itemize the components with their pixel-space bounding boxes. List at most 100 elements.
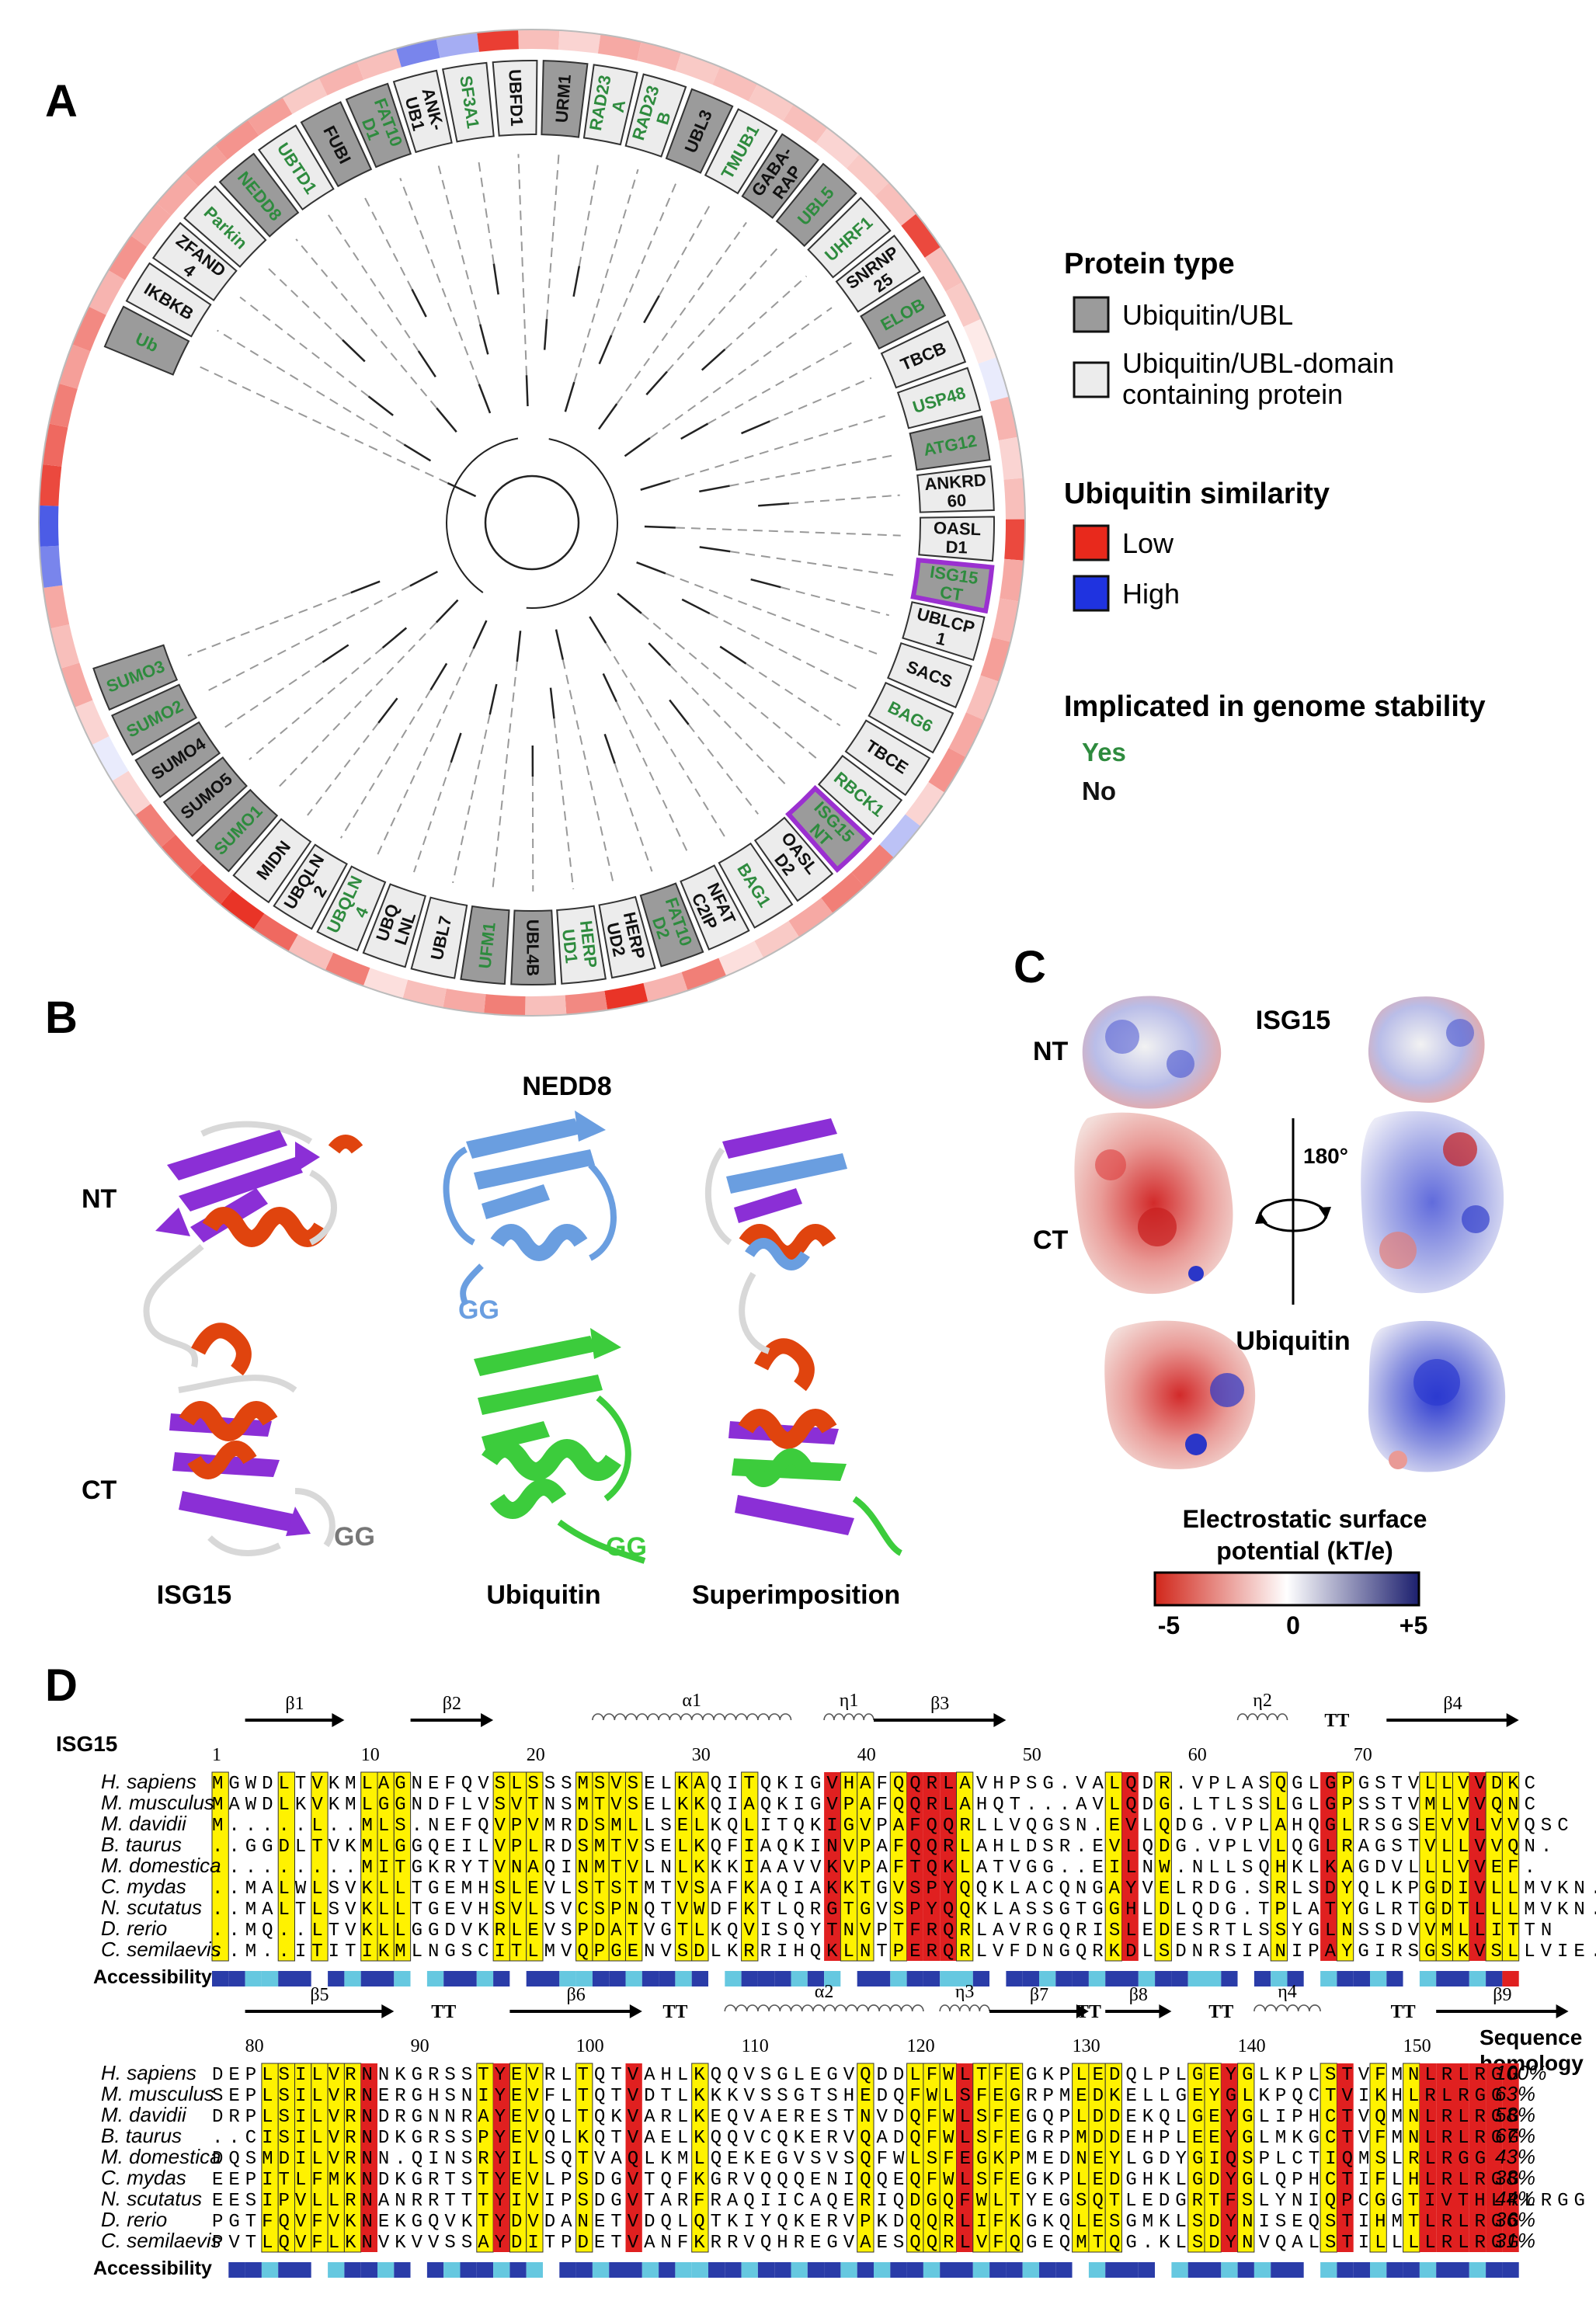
accessibility-cell bbox=[824, 1971, 841, 1986]
ss-label: η2 bbox=[1253, 1691, 1272, 1711]
homology-value: 38% bbox=[1495, 2166, 1535, 2189]
similarity-segment bbox=[1003, 478, 1025, 520]
similarity-segment bbox=[134, 803, 176, 848]
accessibility-cell bbox=[559, 2262, 576, 2278]
homology-value: 31% bbox=[1495, 2229, 1535, 2252]
homology-value: 36% bbox=[1495, 2208, 1535, 2231]
superimposition-label: Superimposition bbox=[692, 1580, 900, 1610]
protein-box bbox=[300, 101, 373, 188]
similarity-segment bbox=[247, 97, 293, 136]
ss-label: η1 bbox=[840, 1691, 859, 1711]
residue-number: 150 bbox=[1403, 2036, 1431, 2056]
protein-box bbox=[896, 367, 982, 429]
homology-value: 67% bbox=[1495, 2124, 1535, 2147]
similarity-segment bbox=[61, 662, 93, 707]
tree-branch bbox=[342, 339, 366, 363]
tree-branch bbox=[417, 350, 436, 378]
tree-leaf-connector bbox=[266, 266, 343, 341]
ss-label: β9 bbox=[1493, 1985, 1511, 2005]
similarity-segment bbox=[754, 920, 799, 958]
accessibility-cell bbox=[410, 1971, 427, 1986]
similarity-segment bbox=[879, 814, 921, 858]
accessibility-cell bbox=[526, 1971, 543, 1986]
protein-box bbox=[753, 816, 834, 902]
residue-number: 80 bbox=[245, 2036, 264, 2056]
sequence-row: DEPLSILVRNNKGRSSTYEVRLTQTVAHLKQQVSGLEGVQ… bbox=[212, 2065, 1519, 2086]
accessibility-cell bbox=[1320, 1971, 1337, 1986]
tree-branch bbox=[645, 370, 668, 396]
accessibility-cell bbox=[890, 1971, 907, 1986]
species-label: M. domestica bbox=[101, 2145, 221, 2168]
accessibility-cell bbox=[261, 2262, 279, 2278]
accessibility-cell bbox=[212, 1971, 229, 1986]
ss-helix bbox=[724, 2004, 924, 2012]
ss-turn: TT bbox=[1208, 2002, 1233, 2022]
ss-turn: TT bbox=[1076, 2002, 1101, 2022]
similarity-segment bbox=[718, 940, 764, 976]
protein-box bbox=[624, 73, 687, 158]
accessibility-cell bbox=[1138, 2262, 1156, 2278]
similarity-segment bbox=[637, 41, 682, 71]
conserved-column bbox=[1320, 1772, 1337, 1961]
protein-box bbox=[741, 133, 819, 219]
similarity-segment bbox=[643, 972, 688, 1003]
residue-number: 10 bbox=[361, 1745, 380, 1765]
similar-column bbox=[741, 1771, 759, 1962]
accessibility-cell bbox=[344, 1971, 361, 1986]
protein-box bbox=[817, 754, 903, 836]
accessibility-cell bbox=[245, 2262, 262, 2278]
accessibility-cell bbox=[394, 1971, 411, 1986]
isg15-surface-front bbox=[1074, 996, 1233, 1295]
ubiquitin-surface-back bbox=[1368, 1320, 1506, 1472]
ss-turn: TT bbox=[431, 2002, 456, 2022]
similar-column bbox=[691, 1771, 709, 1962]
tree-branch bbox=[624, 437, 651, 457]
accessibility-cell bbox=[294, 2262, 311, 2278]
similar-column bbox=[1005, 2063, 1024, 2253]
ubiquitin-gg-label: GG bbox=[606, 1532, 647, 1562]
legend-genome-title: Implicated in genome stability bbox=[1064, 690, 1486, 723]
accessibility-cell bbox=[1221, 1971, 1238, 1986]
accessibility-cell bbox=[526, 2262, 543, 2278]
tree-branch bbox=[699, 546, 731, 553]
tree-branch bbox=[636, 561, 666, 575]
accessibility-cell bbox=[377, 2262, 395, 2278]
accessibility-cell bbox=[344, 2262, 361, 2278]
accessibility-cell bbox=[609, 1971, 626, 1986]
tree-branch bbox=[681, 598, 711, 615]
residue-number: 40 bbox=[857, 1745, 876, 1765]
protein-label: URM1 bbox=[551, 74, 574, 123]
legend-high-label: High bbox=[1122, 578, 1180, 610]
tree-branch bbox=[555, 629, 565, 660]
similarity-segment bbox=[928, 748, 966, 793]
nedd8-gg-label: GG bbox=[458, 1295, 499, 1325]
similarity-segment bbox=[675, 52, 720, 85]
accessibility-cell bbox=[1303, 1971, 1321, 1986]
ss-label: β2 bbox=[443, 1694, 461, 1714]
tree-branch bbox=[598, 335, 613, 365]
tree-leaf-connector bbox=[362, 194, 413, 290]
accessibility-cell bbox=[807, 2262, 825, 2278]
accessibility-cell bbox=[1088, 2262, 1106, 2278]
tree-leaf-connector bbox=[375, 648, 475, 858]
accessibility-cell bbox=[1320, 2262, 1337, 2278]
accessibility-cell bbox=[1105, 2262, 1122, 2278]
ss-label: η4 bbox=[1278, 1982, 1297, 2002]
tree-branch bbox=[489, 683, 498, 715]
accessibility-cell bbox=[1353, 2262, 1370, 2278]
accessibility-cell bbox=[1187, 2262, 1205, 2278]
accessibility-cell bbox=[228, 2262, 245, 2278]
species-label: H. sapiens bbox=[101, 2061, 196, 2084]
tree-leaf-connector bbox=[724, 275, 808, 350]
accessibility-cell bbox=[1205, 2262, 1222, 2278]
protein-box bbox=[183, 185, 267, 268]
similar-column bbox=[526, 1771, 544, 1962]
tree-leaf-connector bbox=[224, 661, 323, 728]
isg15-ct-label: CT bbox=[82, 1476, 117, 1505]
tree-leaf-connector bbox=[339, 689, 432, 839]
similarity-segment bbox=[948, 712, 984, 758]
accessibility-cell bbox=[1055, 2262, 1073, 2278]
sequence-row: PGTFQVFVKNEKGQVKTYDVDANETVDQLQTKIYQKERVP… bbox=[212, 2212, 1519, 2233]
tree-leaf-connector bbox=[399, 178, 480, 384]
similarity-segment bbox=[945, 282, 982, 328]
